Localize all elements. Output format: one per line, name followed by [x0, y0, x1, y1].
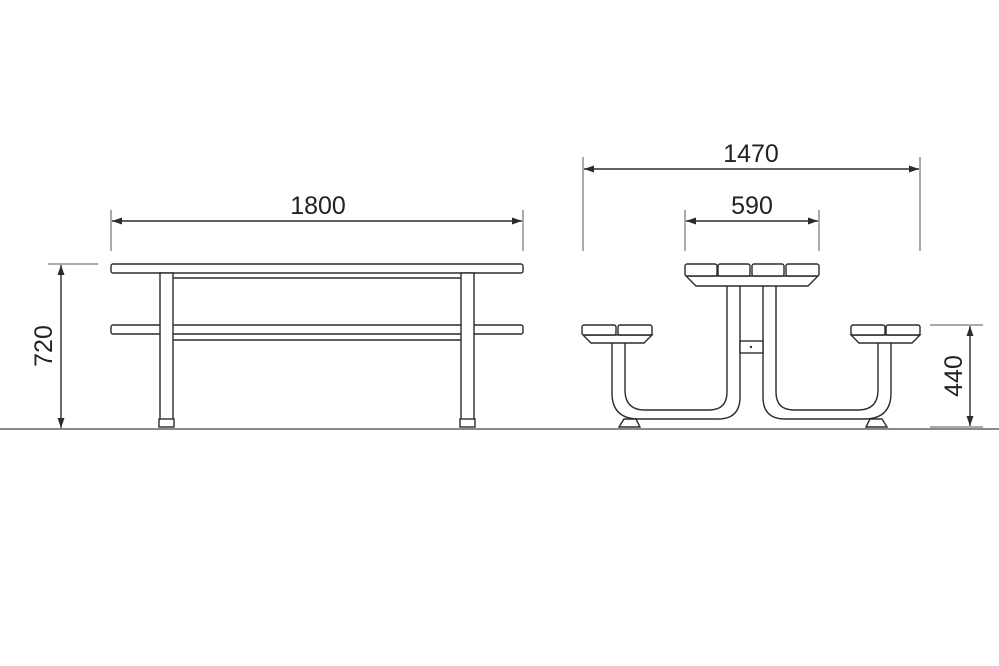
dim-label-end-width: 1470 — [723, 140, 779, 168]
end-leg-left — [611, 279, 741, 420]
end-top-slat — [751, 263, 785, 277]
end-view — [581, 263, 922, 428]
end-seat-slat — [885, 324, 921, 336]
end-top-slat — [684, 263, 718, 277]
end-seat-slat — [617, 324, 653, 336]
end-base-plate-left — [617, 418, 642, 428]
end-seat-bracket-right — [849, 334, 922, 344]
side-foot-right — [459, 418, 476, 428]
side-table-top — [110, 263, 524, 274]
end-leg-right — [762, 279, 892, 420]
dim-label-side-length: 1800 — [290, 192, 346, 220]
end-top-slat — [785, 263, 820, 277]
side-foot-left — [158, 418, 175, 428]
side-bench — [110, 324, 524, 335]
end-base-plate-right — [864, 418, 889, 428]
dim-label-end-top-width: 590 — [731, 192, 773, 220]
dim-end-top-width: 590 — [684, 192, 820, 251]
end-seat-slat — [850, 324, 886, 336]
dim-label-side-height: 720 — [30, 325, 58, 367]
end-top-bracket — [684, 275, 820, 287]
dim-label-end-seat-height: 440 — [940, 355, 968, 397]
dim-end-width: 1470 — [582, 140, 921, 251]
end-seat-slat — [581, 324, 617, 336]
side-leg-right — [460, 272, 475, 426]
end-seat-bracket-left — [581, 334, 654, 344]
dim-end-seat-height: 440 — [930, 324, 983, 428]
dim-side-height: 720 — [30, 263, 98, 428]
end-center-bolt — [749, 345, 753, 349]
end-top-slat — [717, 263, 751, 277]
dim-side-length: 1800 — [110, 192, 524, 251]
side-leg-left — [159, 272, 174, 426]
side-view — [110, 263, 524, 428]
